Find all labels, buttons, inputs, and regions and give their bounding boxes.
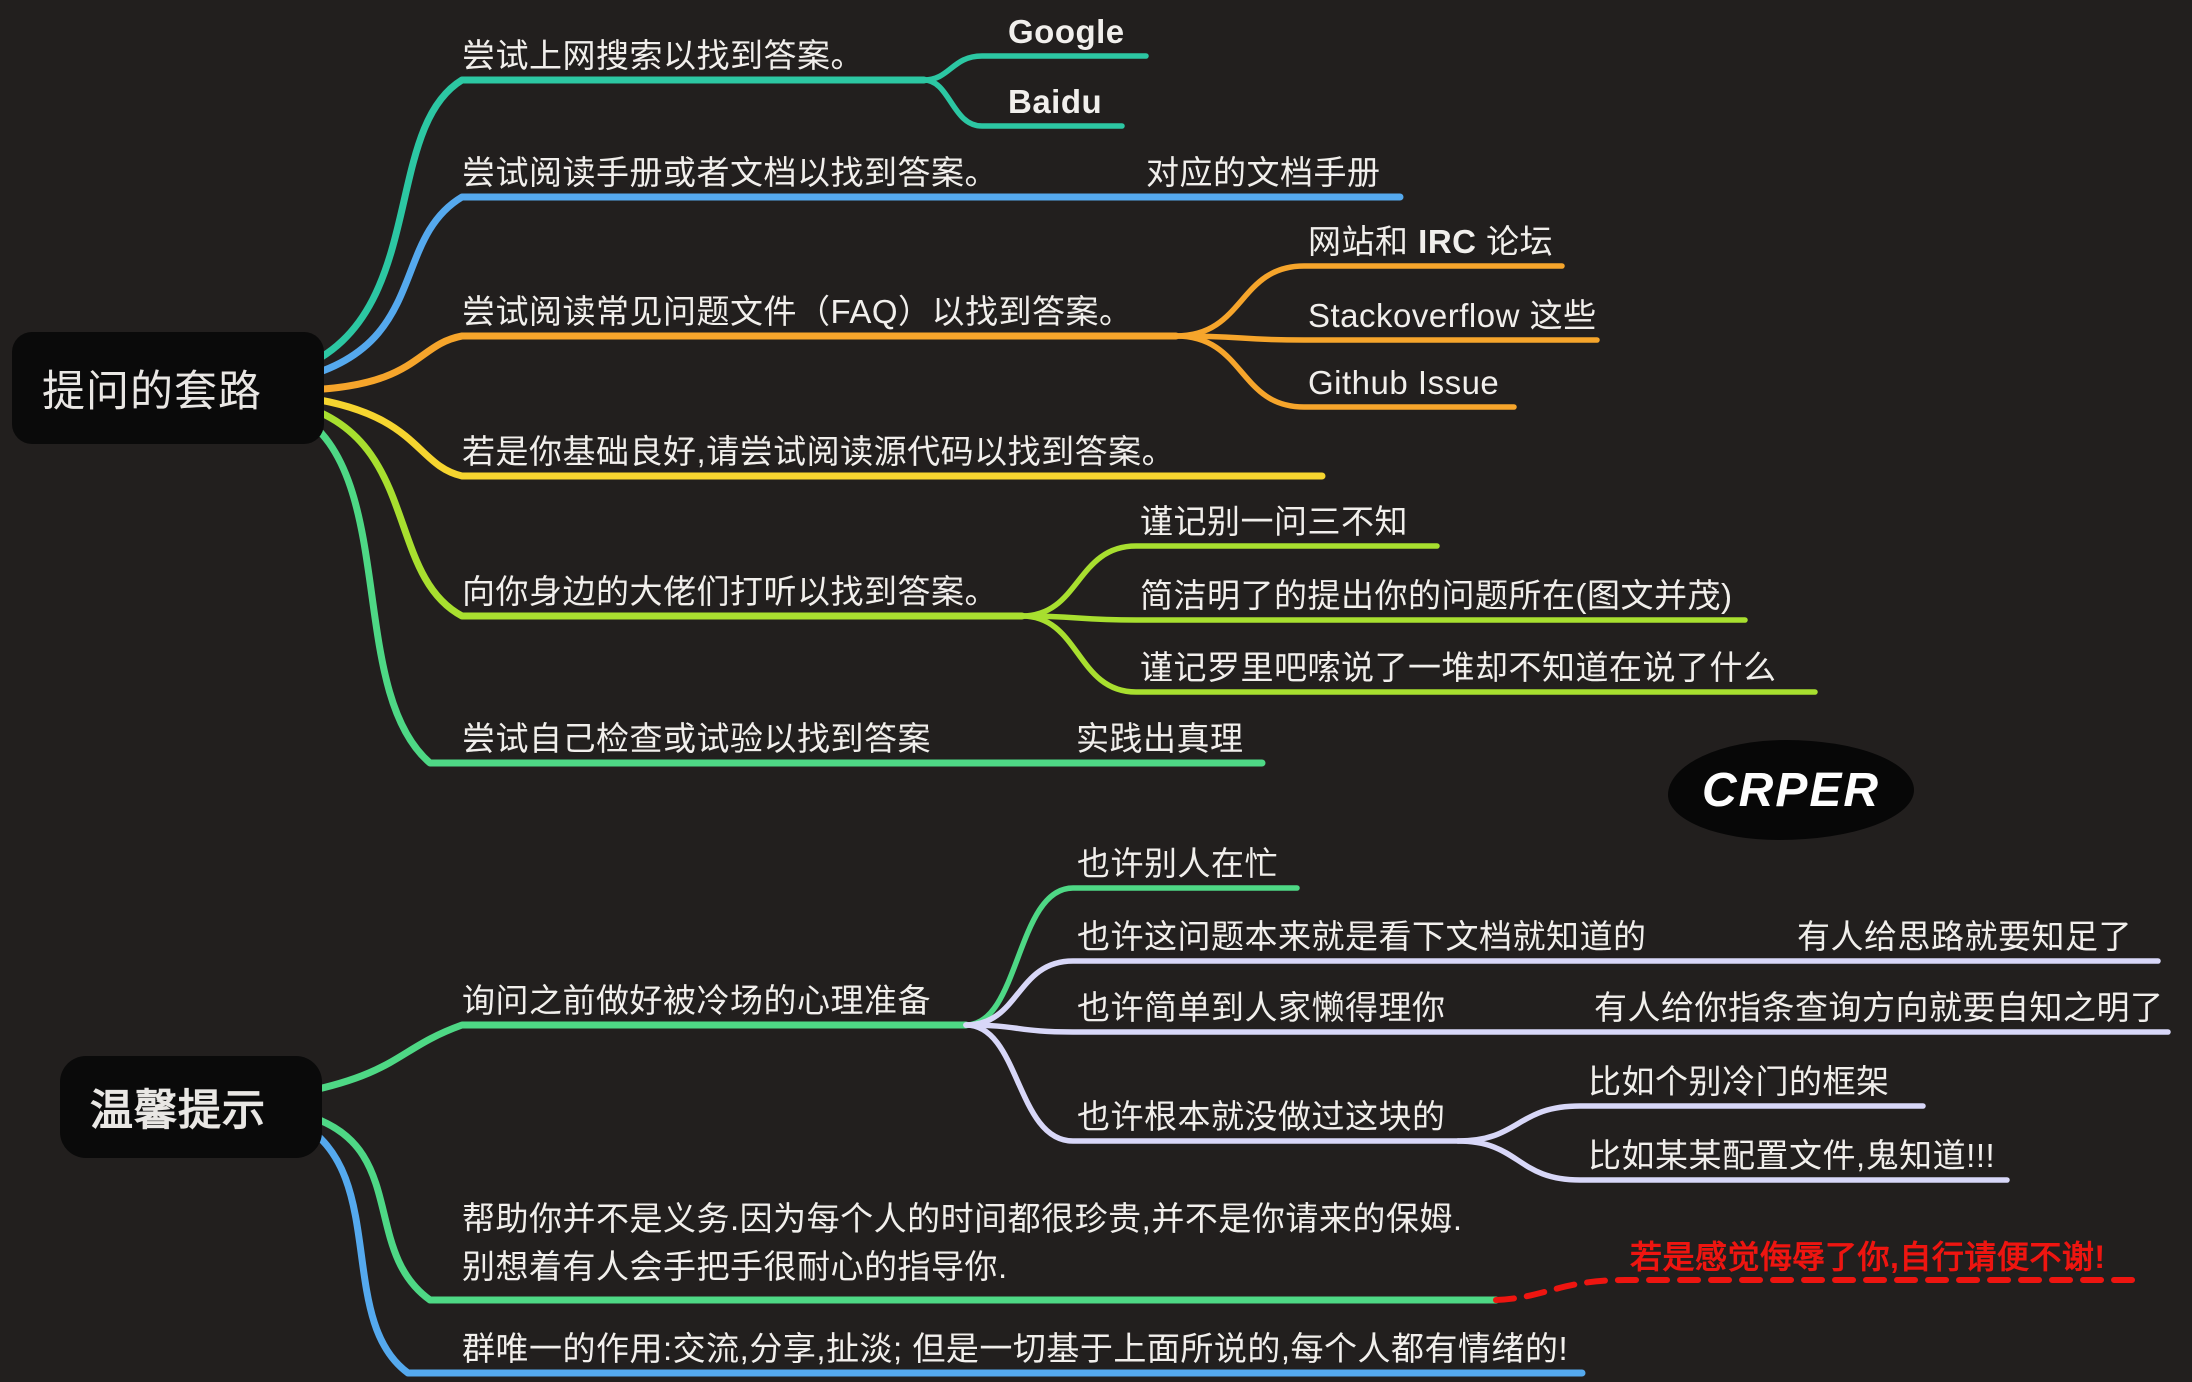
branch-line-stackoverflow: [1173, 333, 1600, 343]
topic-read-manual[interactable]: 尝试阅读手册或者文档以找到答案。: [462, 154, 998, 191]
topic-self-test[interactable]: 尝试自己检查或试验以找到答案: [462, 720, 931, 757]
root-topic-tips[interactable]: 温馨提示: [60, 1056, 322, 1158]
topic-not-obligation-line1[interactable]: 帮助你并不是义务.因为每个人的时间都很珍贵,并不是你请来的保姆.: [462, 1200, 1463, 1237]
watermark-crper: CRPER: [1668, 740, 1914, 840]
branch-line-docs: [963, 958, 2161, 1028]
topic-irc-forum-pre: 网站和: [1308, 223, 1419, 260]
branch-line-google: [921, 53, 1149, 83]
watermark-crper-label: CRPER: [1701, 763, 1881, 817]
topic-know-your-place[interactable]: 有人给你指条查询方向就要自知之明了: [1594, 989, 2164, 1026]
branch-line-mentor-c1: [1019, 543, 1440, 619]
topic-obscure-config[interactable]: 比如某某配置文件,鬼知道!!!: [1588, 1137, 1996, 1174]
topic-search-online[interactable]: 尝试上网搜索以找到答案。: [462, 37, 864, 74]
topic-group-purpose[interactable]: 群唯一的作用:交流,分享,扯淡; 但是一切基于上面所说的,每个人都有情绪的!: [462, 1330, 1569, 1367]
branch-line-manual: [296, 193, 1404, 382]
topic-practice-truth[interactable]: 实践出真理: [1076, 720, 1244, 757]
branch-line-mentor-c3: [1019, 613, 1818, 695]
topic-github-issue[interactable]: Github Issue: [1308, 364, 1500, 401]
branch-line-irc: [1173, 263, 1565, 339]
branch-line-duty: [301, 1111, 1500, 1304]
branch-line-faq: [304, 332, 1180, 394]
topic-maybe-in-docs[interactable]: 也许这问题本来就是看下文档就知道的: [1077, 918, 1647, 955]
topic-be-satisfied[interactable]: 有人给思路就要知足了: [1797, 918, 2132, 955]
topic-prepare-cold[interactable]: 询问之前做好被冷场的心理准备: [462, 982, 931, 1019]
branch-line-github: [1173, 333, 1517, 410]
branch-line-search: [291, 76, 928, 374]
branch-line-group: [294, 1118, 1586, 1377]
topic-never-done[interactable]: 也许根本就没做过这块的: [1077, 1098, 1446, 1135]
topic-doc-manual[interactable]: 对应的文档手册: [1146, 154, 1381, 191]
topic-google[interactable]: Google: [1008, 13, 1125, 50]
root-topic-asking[interactable]: 提问的套路: [12, 332, 324, 444]
branch-line-mentor-c2: [1019, 613, 1748, 623]
topic-read-source[interactable]: 若是你基础良好,请尝试阅读源代码以找到答案。: [462, 433, 1176, 470]
topic-niche-framework[interactable]: 比如个别冷门的框架: [1588, 1063, 1890, 1100]
topic-mentor-rule1[interactable]: 谨记别一问三不知: [1140, 503, 1408, 540]
topic-not-obligation-line2[interactable]: 别想着有人会手把手很耐心的指导你.: [462, 1248, 1008, 1285]
branch-line-simple: [963, 1022, 2171, 1035]
branch-line-never: [963, 1022, 1461, 1144]
root-topic-asking-label: 提问的套路: [42, 368, 262, 416]
branch-line-cold: [301, 1021, 970, 1096]
branch-line-never-c1: [1455, 1103, 1926, 1144]
branch-line-busy: [963, 885, 1300, 1028]
topic-irc-forum[interactable]: 网站和 IRC 论坛: [1308, 221, 1553, 262]
root-topic-tips-label: 温馨提示: [90, 1087, 266, 1135]
branch-line-mentor: [296, 401, 1026, 620]
topic-irc-forum-bold: IRC: [1418, 223, 1477, 260]
topic-baidu[interactable]: Baidu: [1008, 83, 1103, 120]
topic-irc-forum-post: 论坛: [1476, 223, 1554, 260]
branch-line-source: [304, 394, 1326, 480]
branch-line-diy: [291, 408, 1266, 767]
topic-mentor-rule2[interactable]: 简洁明了的提出你的问题所在(图文并茂): [1140, 577, 1733, 614]
topic-too-simple[interactable]: 也许简单到人家懒得理你: [1077, 989, 1446, 1026]
branch-line-baidu: [921, 77, 1125, 129]
branch-line-never-c2: [1455, 1138, 2010, 1183]
topic-stackoverflow[interactable]: Stackoverflow 这些: [1308, 297, 1597, 334]
topic-maybe-busy[interactable]: 也许别人在忙: [1077, 845, 1278, 882]
topic-read-faq[interactable]: 尝试阅读常见问题文件（FAQ）以找到答案。: [462, 293, 1133, 330]
topic-ask-mentors[interactable]: 向你身边的大佬们打听以找到答案。: [462, 573, 998, 610]
topic-mentor-rule3[interactable]: 谨记罗里吧嗦说了一堆却不知道在说了什么: [1140, 649, 1777, 686]
branch-line-duty-note-dashed: [1493, 1277, 2142, 1303]
topic-insulted-note[interactable]: 若是感觉侮辱了你,自行请便不谢!: [1630, 1239, 2106, 1275]
